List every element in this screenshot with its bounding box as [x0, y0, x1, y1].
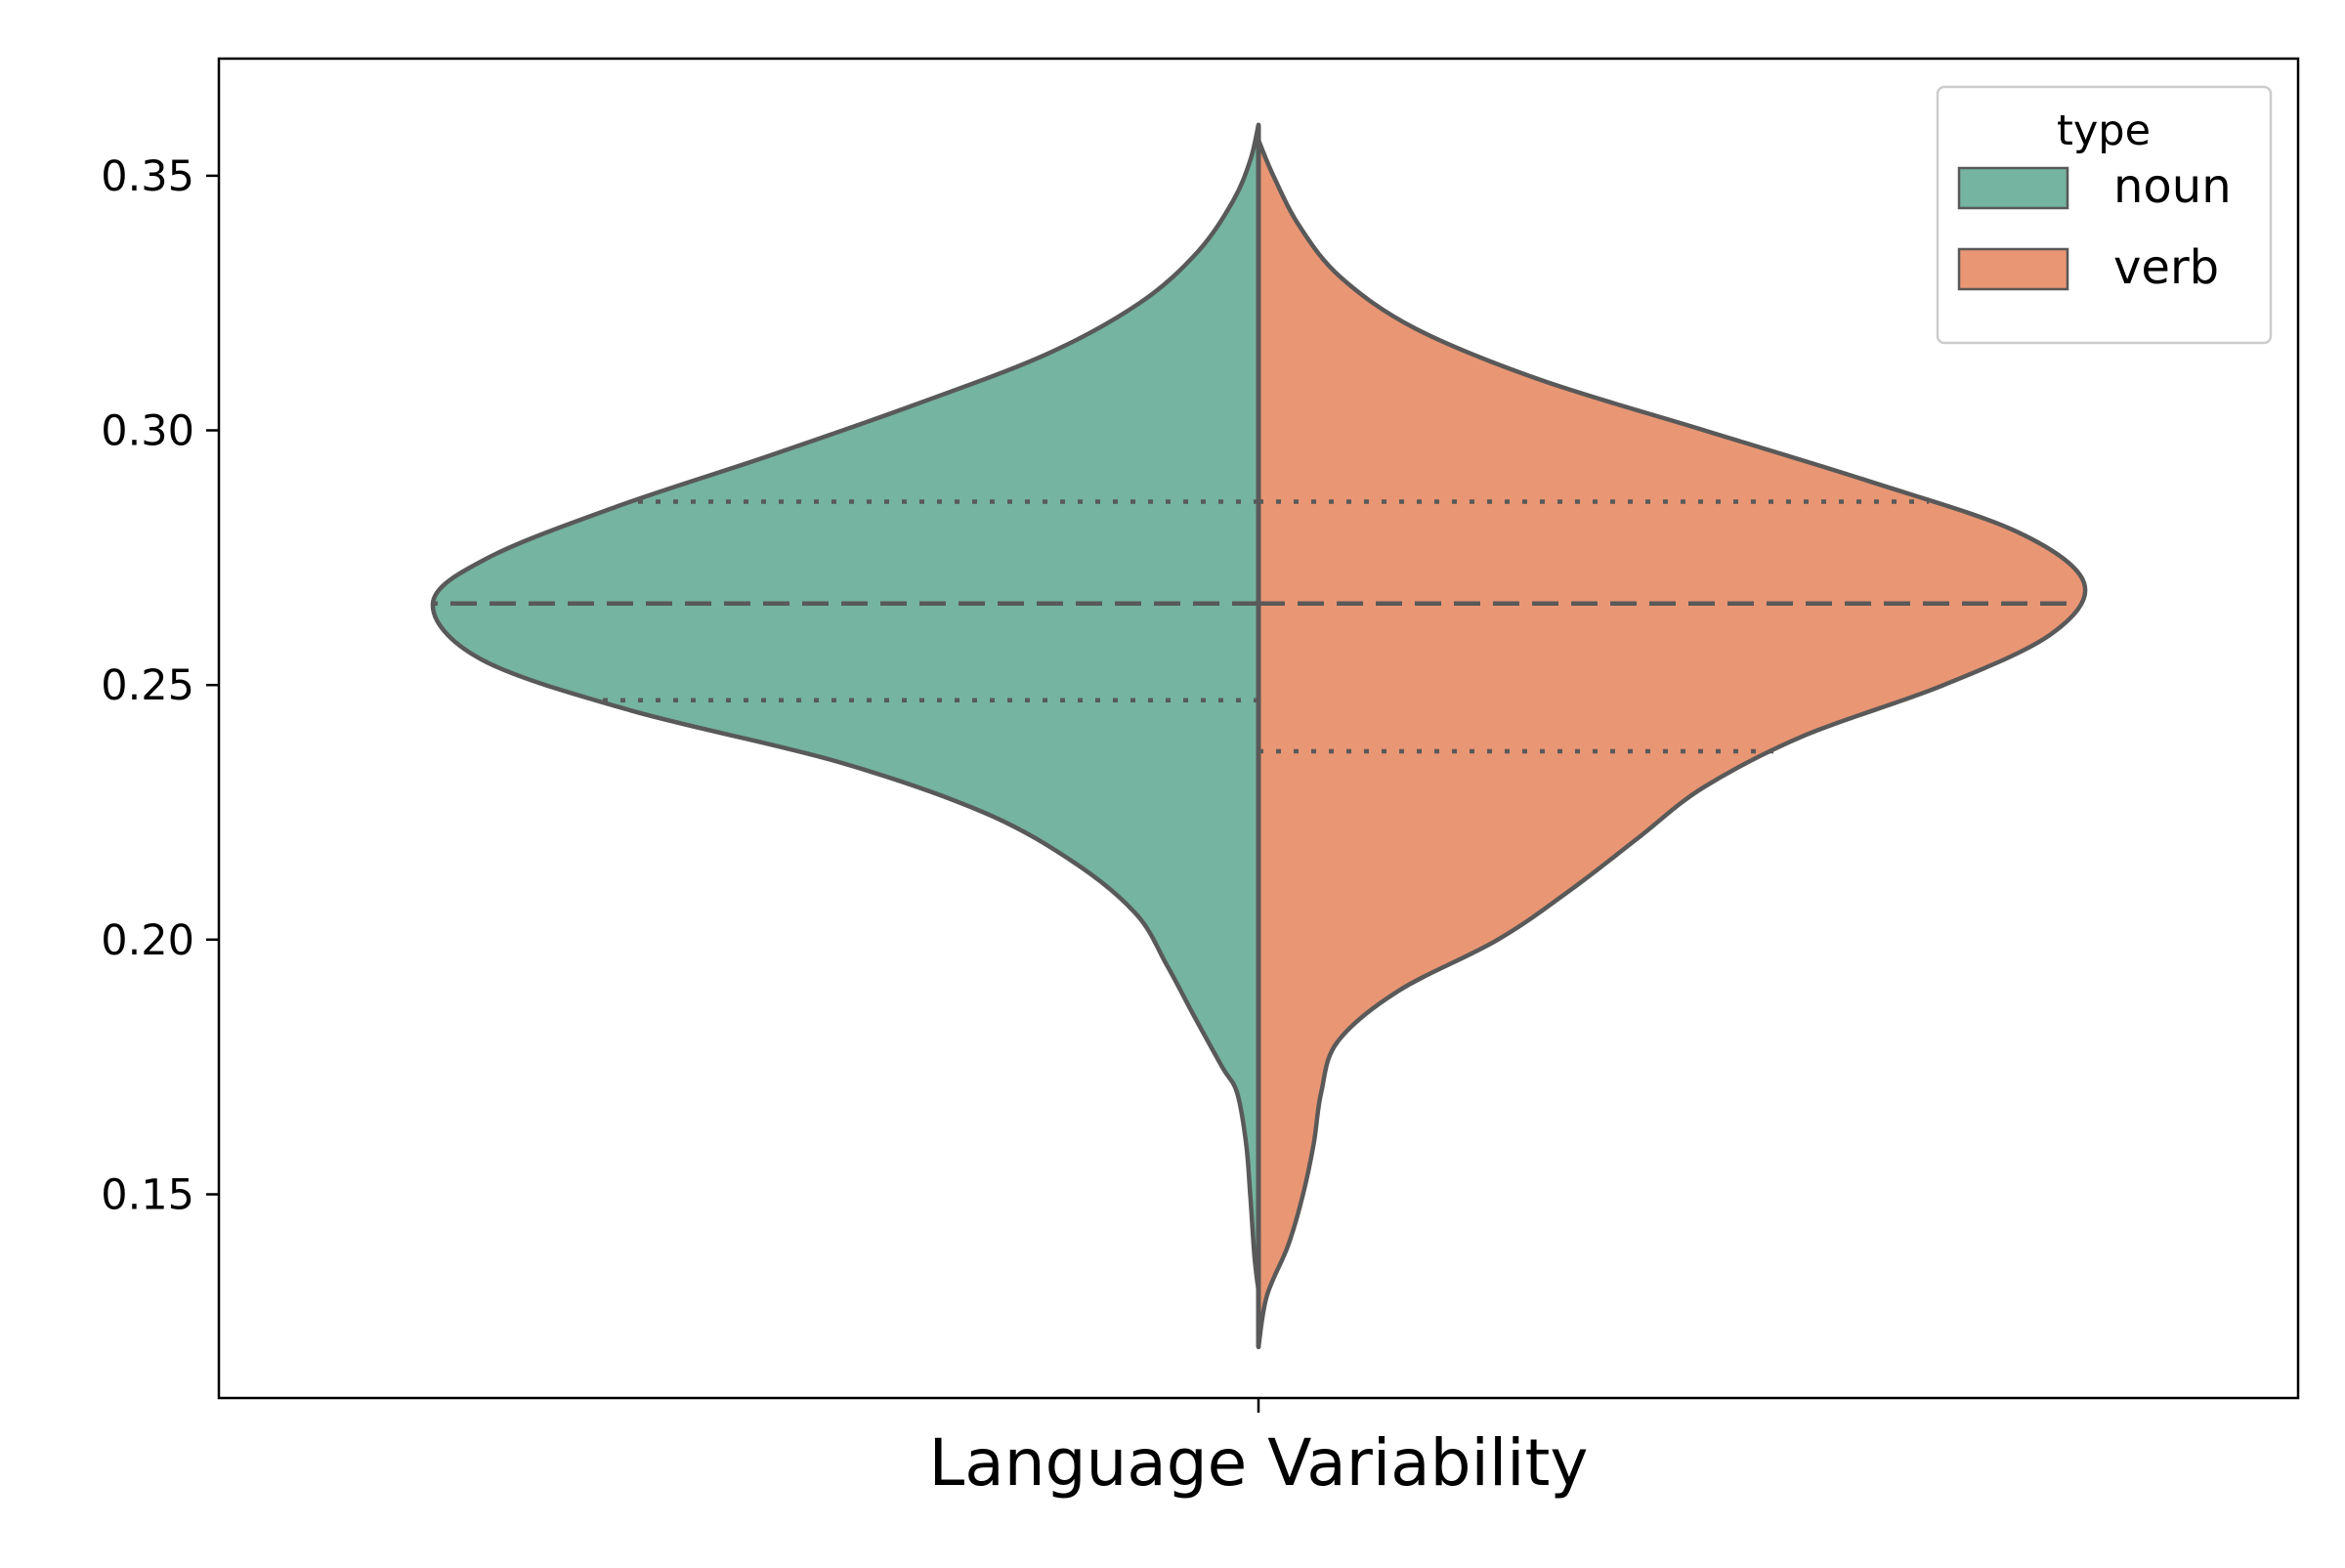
violin-half-verb [1256, 138, 2088, 1350]
legend-title: type [2057, 106, 2151, 155]
y-axis: 0.15 0.20 0.25 0.30 0.35 [101, 152, 219, 1220]
x-axis: Language Variability [929, 1398, 1589, 1501]
quartile-lines-layer [433, 499, 2071, 754]
legend-swatch-noun [1957, 166, 2069, 210]
legend: type noun verb [1936, 85, 2273, 345]
legend-swatch-verb [1957, 247, 2069, 291]
y-tick-label: 0.15 [101, 1171, 194, 1220]
legend-entries: noun verb [1957, 159, 2232, 295]
y-tick-label: 0.20 [101, 916, 194, 965]
y-tick-label: 0.30 [101, 407, 194, 456]
x-tick-label: Language Variability [929, 1425, 1589, 1501]
y-tick-label: 0.25 [101, 661, 194, 710]
legend-label-noun: noun [2113, 159, 2232, 214]
y-tick-label: 0.35 [101, 152, 194, 201]
legend-label-verb: verb [2113, 240, 2219, 295]
violins-layer [430, 122, 2088, 1350]
violin-half-noun [430, 122, 1261, 1293]
